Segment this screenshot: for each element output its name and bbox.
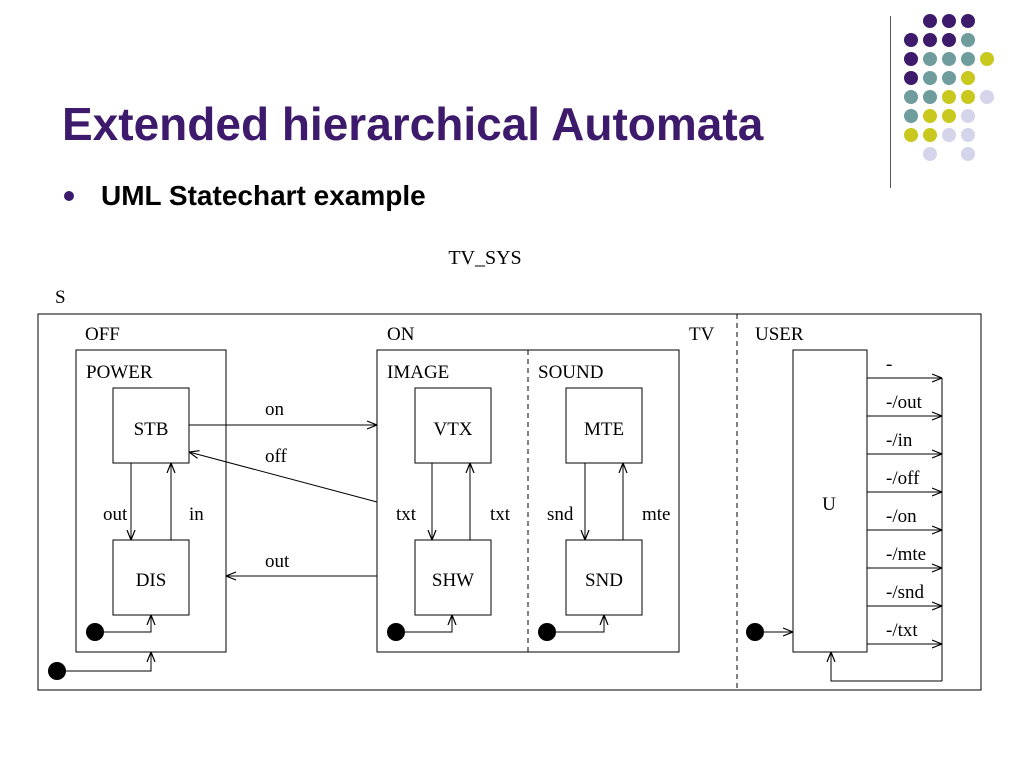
user-output-label: -/txt	[886, 620, 918, 641]
user-output-label: -/snd	[886, 582, 925, 603]
user-output-label: -/mte	[886, 544, 926, 565]
bullet-text: UML Statechart example	[101, 180, 426, 211]
diagram-title: TV_SYS	[448, 247, 521, 269]
initial-state-sound	[538, 623, 556, 641]
user-output-label: -/in	[886, 430, 913, 451]
decor-dot	[961, 14, 975, 28]
decor-dot	[942, 90, 956, 104]
initial-transition-s	[66, 652, 151, 672]
vtx-state	[414, 387, 492, 464]
transition-off	[189, 452, 378, 503]
decor-dot	[961, 109, 975, 123]
label-in: in	[189, 504, 204, 525]
statechart-diagram: TV_SYS S OFF ON TV USER POWER STB DIS ou…	[37, 247, 982, 691]
decor-dot	[961, 71, 975, 85]
decor-dot	[961, 128, 975, 142]
decor-dot	[923, 33, 937, 47]
region-label-on: ON	[387, 324, 415, 345]
decor-dot	[923, 14, 937, 28]
power-state-box	[75, 349, 227, 653]
label-txt-right: txt	[490, 504, 511, 525]
sound-state-label: SOUND	[538, 362, 603, 383]
decorative-divider	[890, 16, 891, 188]
user-loop-return	[831, 652, 942, 682]
decor-dot	[904, 90, 918, 104]
decor-dot	[961, 90, 975, 104]
decor-dot	[923, 90, 937, 104]
user-output-list: - -/out -/in -/off -/on -/mte -/snd -/txt	[867, 354, 942, 644]
vtx-state-label: VTX	[433, 419, 472, 440]
region-label-off: OFF	[85, 324, 120, 345]
initial-transition-image	[405, 615, 452, 633]
region-label-user: USER	[755, 324, 804, 345]
user-output-label: -	[886, 354, 892, 375]
slide-title: Extended hierarchical Automata	[62, 98, 764, 150]
decor-dot	[961, 52, 975, 66]
initial-state-image	[387, 623, 405, 641]
label-off: off	[265, 446, 287, 467]
user-output-label: -/off	[886, 468, 920, 489]
decor-dot	[980, 52, 994, 66]
decor-dot	[923, 71, 937, 85]
decor-dot	[923, 128, 937, 142]
decor-dot	[942, 109, 956, 123]
u-state-label: U	[822, 494, 836, 515]
label-out-on: out	[265, 551, 290, 572]
initial-state-s	[48, 662, 66, 680]
decor-dot	[942, 14, 956, 28]
label-txt-left: txt	[396, 504, 417, 525]
decor-dot	[942, 33, 956, 47]
label-snd: snd	[547, 504, 574, 525]
decor-dot	[904, 71, 918, 85]
image-state-label: IMAGE	[387, 362, 449, 383]
region-label-tv: TV	[689, 324, 715, 345]
decorative-dot-grid	[904, 14, 1014, 164]
dis-state-label: DIS	[136, 570, 167, 591]
decor-dot	[942, 128, 956, 142]
initial-state-user	[746, 623, 764, 641]
initial-transition-sound	[556, 615, 604, 633]
shw-state-label: SHW	[432, 570, 474, 591]
decor-dot	[942, 52, 956, 66]
stb-state-label: STB	[134, 419, 169, 440]
mte-state	[565, 387, 643, 464]
outer-state-label: S	[55, 287, 66, 308]
snd-state-label: SND	[585, 570, 623, 591]
user-output-label: -/out	[886, 392, 923, 413]
decor-dot	[904, 52, 918, 66]
decor-dot	[980, 90, 994, 104]
bullet-dot-icon	[64, 191, 74, 201]
decor-dot	[961, 147, 975, 161]
label-out-power: out	[103, 504, 128, 525]
mte-state-label: MTE	[584, 419, 624, 440]
label-mte: mte	[642, 504, 671, 525]
label-on: on	[265, 399, 285, 420]
decor-dot	[904, 128, 918, 142]
decor-dot	[942, 71, 956, 85]
decor-dot	[923, 52, 937, 66]
decor-dot	[961, 33, 975, 47]
user-output-label: -/on	[886, 506, 917, 527]
outer-state-box	[37, 313, 982, 691]
decor-dot	[904, 33, 918, 47]
power-state-label: POWER	[86, 362, 153, 383]
decor-dot	[923, 147, 937, 161]
initial-state-power	[86, 623, 104, 641]
decor-dot	[923, 109, 937, 123]
initial-transition-power	[104, 615, 151, 633]
decor-dot	[904, 109, 918, 123]
